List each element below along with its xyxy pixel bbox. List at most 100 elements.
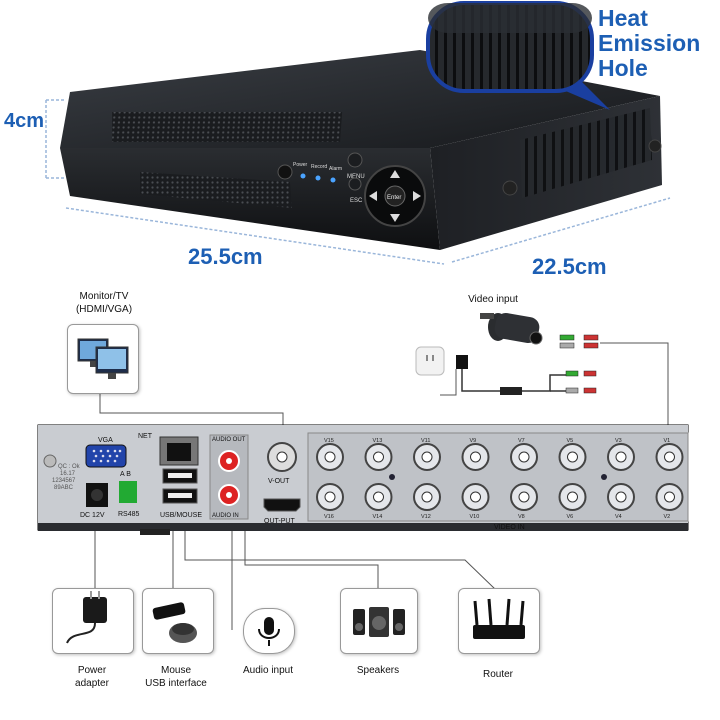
router-box [458,588,540,654]
speakers-box [340,588,418,654]
bnc-connector-icon [565,370,597,394]
video-in-panel [307,432,689,522]
bnc-channel-label: V14 [373,514,383,520]
dpad-down-icon [390,214,400,222]
qc-sticker-line4: 89ABC [54,485,74,491]
rs485-port [119,481,137,503]
bnc-channel-label: V1 [664,438,671,444]
dpad-up-icon [390,170,400,178]
bnc-connector-icon [559,334,599,349]
esc-button [348,177,362,191]
power-adapter-icon [66,591,107,644]
monitor-label-line2: (HDMI/VGA) [75,304,133,315]
bnc-channel-label: V5 [567,438,574,444]
bnc-channel-label: V15 [324,438,334,444]
security-camera-icon [480,312,543,345]
bnc-channel-label: V3 [615,438,622,444]
hdmi-output-port [263,498,301,512]
dimension-width-line [65,207,445,265]
heat-emission-label: Heat Emission Hole [598,6,700,81]
power-led-icon [300,173,306,179]
audio-input-box [243,608,295,654]
out-put-label: OUT-PUT [264,518,295,525]
dc12v-label: DC 12V [80,512,105,519]
power-adapter-box [52,588,134,654]
side-vent-slots [520,108,652,198]
mouse-caption: Mouse USB interface [134,664,218,690]
speakers-icon [353,607,405,637]
microphone-icon [258,617,280,646]
heat-line2: Emission [598,30,701,56]
qc-sticker-line2: 16.17 [60,471,76,477]
monitor-box [67,324,139,394]
qc-sticker-line1: QC : Ok [58,464,81,470]
bnc-channel-label: V6 [567,514,574,520]
monitor-label-line1: Monitor/TV [79,291,129,302]
heat-line3: Hole [598,55,648,81]
height-dimension-label: 4cm [4,110,45,132]
camera-power-adapter-icon [456,355,468,369]
dvr-product-illustration: Power Record Alarm MENU ESC Enter [45,1,671,265]
mouse-box [142,588,214,654]
power-caption-line2: adapter [75,678,109,689]
alarm-label: Alarm [329,166,342,172]
panel-screw-icon [601,474,607,480]
bnc-channel-label: V9 [470,438,477,444]
bnc-channel-label: V16 [324,514,334,520]
rear-screw-icon [43,454,57,468]
enter-label: Enter [387,195,401,201]
mouse-usb-icon [152,602,197,643]
power-label: Power [293,162,308,168]
power-adapter-caption: Power adapter [62,664,122,690]
monitor-label: Monitor/TV (HDMI/VGA) [64,290,144,316]
depth-dimension-label: 22.5cm [532,254,607,279]
panel-screw-icon [389,474,395,480]
net-label: NET [138,433,153,440]
vga-label: VGA [98,437,113,444]
connection-diagram: VGA DC 12V QC : Ok 16.17 1234567 89ABC A… [37,312,689,630]
rs485-ab-label: A B [120,471,131,478]
alarm-led-icon [330,177,336,183]
speakers-caption: Speakers [356,665,400,676]
mouse-caption-line2: USB interface [145,678,207,689]
front-vent-bottom [140,172,292,208]
video-input-label: Video input [468,294,518,305]
dpad-left-icon [369,191,377,201]
power-outlet-icon [415,346,445,376]
audio-in-label: AUDIO IN [212,513,239,519]
width-dimension-label: 25.5cm [188,244,263,269]
dimension-height-line [45,99,66,179]
record-led-icon [315,175,321,181]
usb-mouse-label: USB/MOUSE [160,512,202,519]
bnc-channel-label: V11 [421,438,430,444]
heat-line1: Heat [598,5,648,31]
ir-receiver-icon [277,164,293,180]
audio-input-caption: Audio input [242,665,294,676]
audio-out-label: AUDIO OUT [212,437,246,443]
bnc-channel-label: V4 [615,514,622,520]
v-out-label: V-OUT [268,478,290,485]
mouse-caption-line1: Mouse [160,665,191,676]
bnc-channel-label: V10 [470,514,480,520]
record-label: Record [311,164,327,170]
video-in-label: VIDEO IN [494,524,525,531]
dpad-right-icon [413,191,421,201]
side-screw-icon [502,180,518,196]
power-caption-line1: Power [77,665,107,676]
bnc-channel-label: V2 [664,514,671,520]
menu-label: MENU [347,174,365,180]
front-vent-top [112,112,343,142]
bnc-channel-label: V13 [373,438,383,444]
menu-button [347,152,363,168]
esc-label: ESC [350,198,363,204]
router-icon [473,598,525,639]
dimension-depth-line [451,197,671,263]
side-screw-icon [648,139,662,153]
enter-button [384,185,406,207]
qc-sticker-line3: 1234567 [52,478,76,484]
rs485-label: RS485 [118,511,140,518]
bnc-channel-label: V7 [518,438,525,444]
bnc-channel-label: V12 [421,514,431,520]
monitor-tv-icon [77,338,129,379]
